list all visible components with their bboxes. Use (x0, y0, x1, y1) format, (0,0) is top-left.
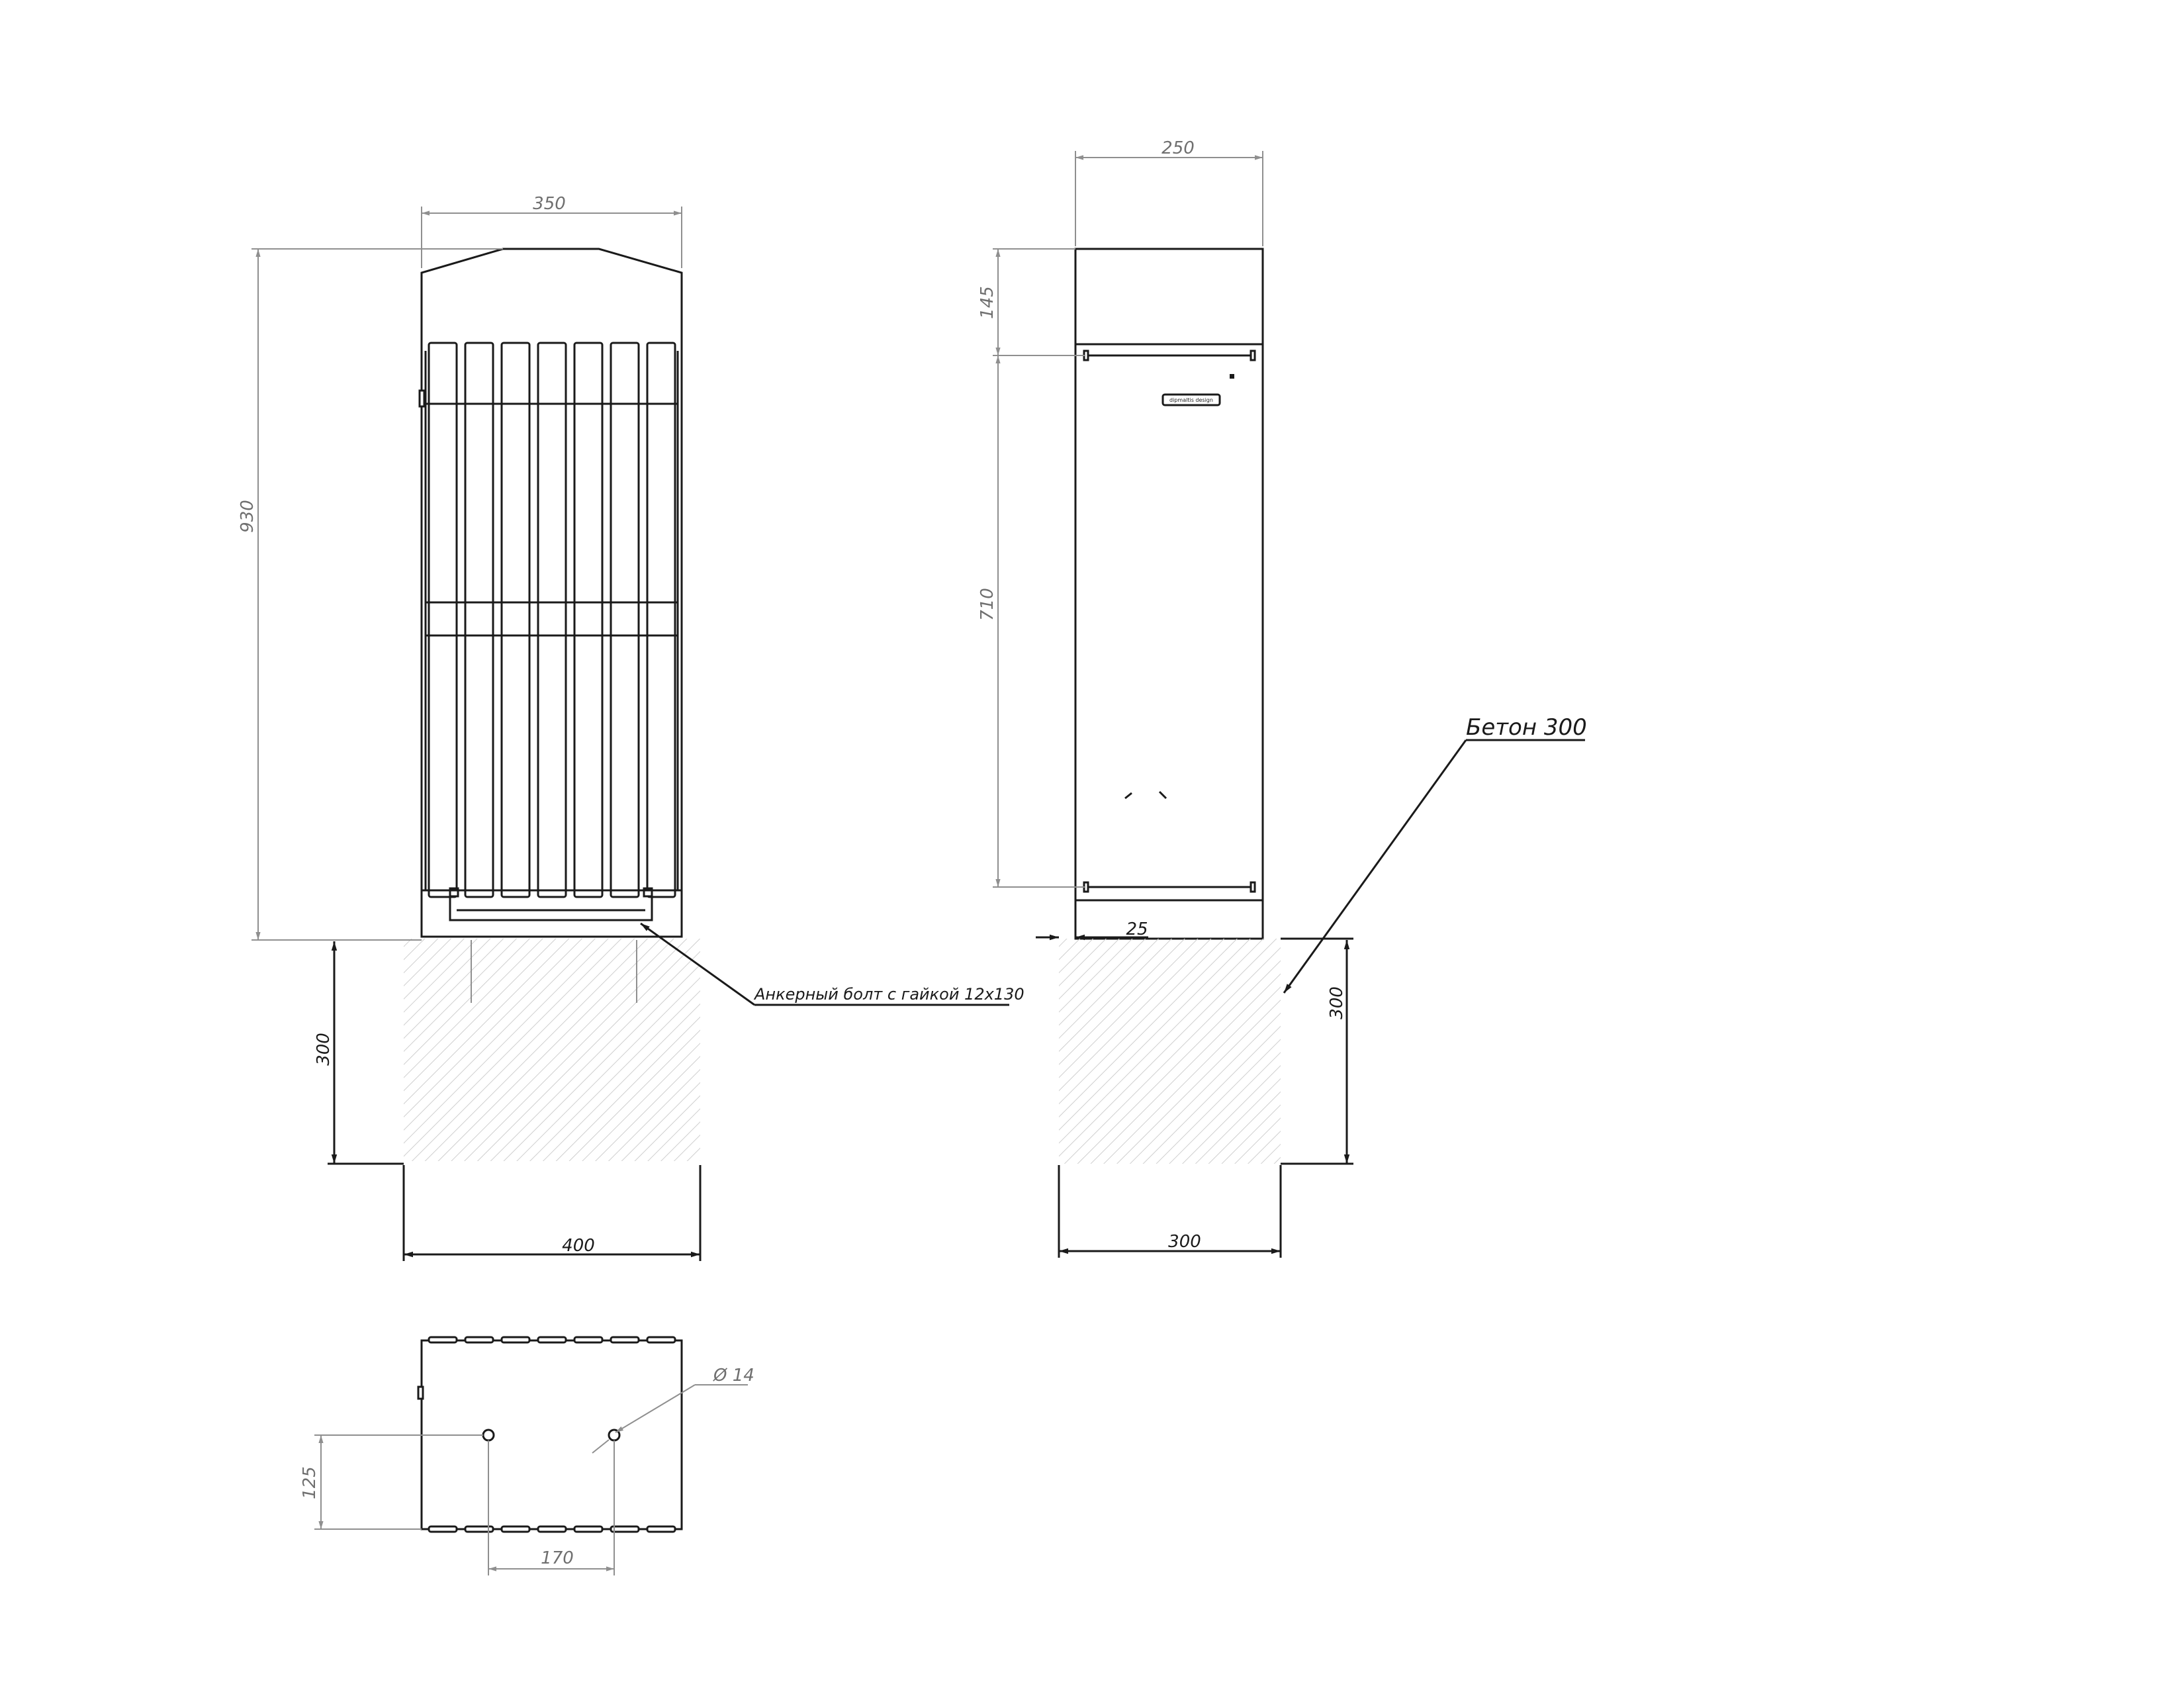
side-bolt-br (1250, 881, 1256, 893)
top-slat-end (464, 1525, 494, 1533)
top-slat-end (537, 1525, 567, 1533)
side-logo-plate (1161, 393, 1221, 406)
top-slat-end (428, 1336, 458, 1344)
side-logo-text: dipmaltis design (1169, 397, 1213, 403)
dim-hole-offset: 125 (300, 1466, 320, 1499)
front-side-latch (418, 389, 426, 408)
dim-side-offset: 25 (1126, 919, 1148, 939)
front-slat (428, 342, 458, 898)
concrete-leader-line (1283, 739, 1467, 994)
anchor-hole-left (482, 1429, 495, 1442)
top-slat-end (646, 1525, 676, 1533)
top-slat-end (646, 1336, 676, 1344)
side-view: dipmaltis design 250 145 710 25 300 300 (978, 138, 1587, 1258)
dim-front-height: 930 (238, 500, 257, 533)
side-panel (1074, 343, 1264, 902)
top-slat-end (537, 1336, 567, 1344)
top-side-latch (417, 1385, 424, 1400)
dim-front-width: 350 (533, 194, 566, 214)
front-slat (464, 342, 494, 898)
top-slat-end (500, 1336, 531, 1344)
front-slat (500, 342, 531, 898)
side-slot-left (1124, 792, 1132, 800)
front-slats (428, 342, 676, 898)
top-view: 125 170 Ø 14 (300, 1336, 754, 1575)
dim-hole-diameter: Ø 14 (713, 1366, 754, 1385)
top-slat-end (610, 1525, 640, 1533)
top-slat-end (428, 1525, 458, 1533)
front-slat (537, 342, 567, 898)
top-slat-end (500, 1525, 531, 1533)
front-concrete-foundation (404, 939, 700, 1161)
side-indicator-dot (1230, 374, 1234, 379)
side-body-outline (1074, 248, 1264, 940)
dim-side-foundation-width: 300 (1168, 1232, 1201, 1252)
front-view: 350 930 300 400 Анкерный болт с гайкой 1… (238, 194, 1024, 1261)
anchor-leader-line (640, 922, 755, 1006)
anchor-bolt-note: Анкерный болт с гайкой 12х130 (753, 985, 1024, 1004)
diameter-leader-line (615, 1384, 696, 1433)
dim-side-body: 710 (978, 588, 997, 621)
top-slat-end (464, 1336, 494, 1344)
side-bolt-tr (1250, 350, 1256, 361)
front-slat (646, 342, 676, 898)
top-slat-ends (428, 1336, 676, 1533)
dim-side-top: 145 (978, 286, 997, 319)
concrete-note: Бетон 300 (1466, 714, 1587, 741)
top-slat-end (573, 1336, 604, 1344)
dim-side-foundation-depth: 300 (1327, 986, 1347, 1019)
dim-front-foundation-depth: 300 (314, 1033, 334, 1066)
dim-side-width: 250 (1161, 138, 1195, 158)
front-bottom-tray (449, 890, 653, 921)
top-slat-end (573, 1525, 604, 1533)
front-slat (610, 342, 640, 898)
dim-front-foundation-width: 400 (562, 1236, 595, 1256)
top-hole-hint (592, 1439, 610, 1454)
side-slot-right (1158, 790, 1167, 800)
side-concrete-foundation (1059, 939, 1281, 1164)
dim-hole-spacing: 170 (541, 1548, 574, 1568)
top-slat-end (610, 1336, 640, 1344)
front-slat (573, 342, 604, 898)
